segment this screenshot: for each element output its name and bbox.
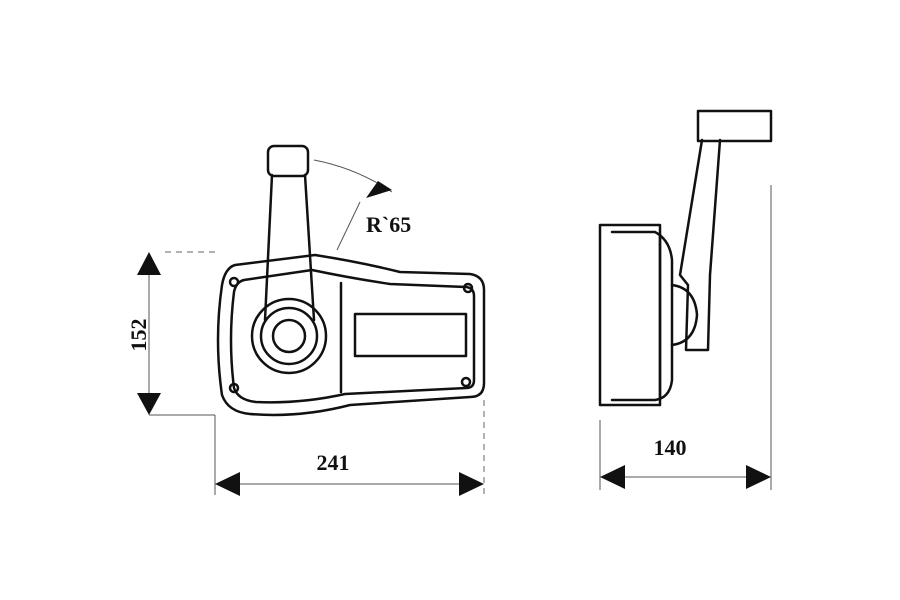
lever-hub-inner [271,318,307,354]
depth-arrow-left [600,465,625,489]
radius-label: R`65 [366,212,411,237]
screw-hole-bottom-right [460,376,472,388]
front-inner-panel [229,268,476,404]
depth-arrow-right [746,465,771,489]
front-dimensions [137,251,485,496]
side-housing-front [598,223,662,407]
height-label: 152 [126,319,151,352]
side-dimensions [599,185,772,490]
screw-hole-top-left [228,276,240,288]
width-label: 241 [317,450,350,475]
front-view [216,144,486,417]
lever-handle [266,144,310,178]
side-lever-handle [696,109,773,143]
side-hub [670,283,699,347]
side-lever-arm [678,138,722,352]
height-arrow-top [137,252,161,275]
front-housing-outline [216,253,486,417]
arc-arrow-head [366,181,392,198]
side-housing-body [610,230,674,402]
screw-hole-top-right [462,282,474,294]
width-arrow-left [215,472,240,496]
screw-hole-bottom-left [228,382,240,394]
depth-label: 140 [654,435,687,460]
lever-hub-middle [259,306,319,366]
lever-arm [263,173,316,322]
lever-hub-outer [250,297,328,375]
side-view [598,109,773,407]
radius-leader [336,201,361,251]
width-arrow-right [459,472,484,496]
label-window [353,312,468,358]
height-arrow-bottom [137,393,161,415]
